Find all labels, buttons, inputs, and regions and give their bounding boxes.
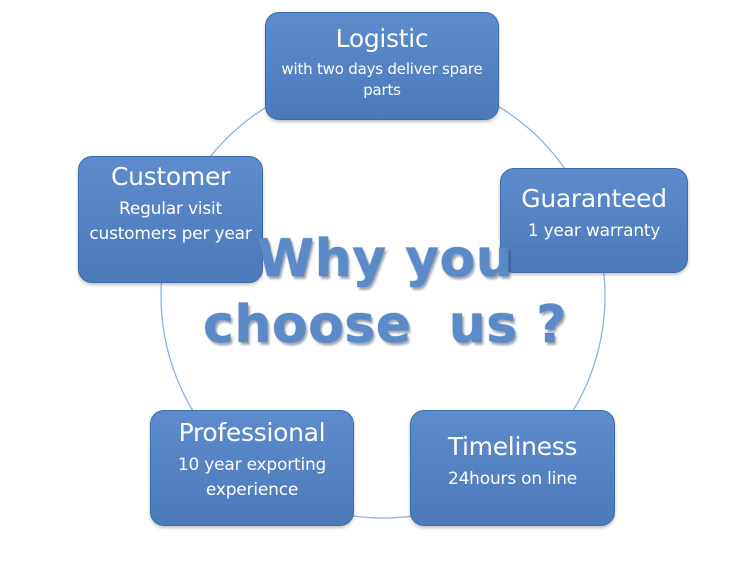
node-logistic-desc: with two days deliver spare parts: [281, 60, 483, 99]
center-title: Why you choose us ?: [200, 226, 570, 358]
node-logistic-title: Logistic: [335, 24, 429, 53]
node-guaranteed: Guaranteed 1 year warranty: [500, 168, 688, 273]
node-guaranteed-desc: 1 year warranty: [527, 221, 661, 241]
node-customer: Customer Regular visit customers per yea…: [78, 156, 263, 283]
node-professional-title: Professional: [178, 418, 326, 447]
node-timeliness-title: Timeliness: [447, 432, 578, 461]
node-professional-desc: 10 year exporting experience: [177, 455, 327, 500]
node-professional: Professional 10 year exporting experienc…: [150, 410, 354, 526]
node-timeliness: Timeliness 24hours on line: [410, 410, 615, 526]
node-timeliness-desc: 24hours on line: [447, 469, 578, 489]
center-title-line2: choose us ?: [203, 295, 567, 355]
node-customer-desc: Regular visit customers per year: [89, 199, 252, 244]
center-title-line1: Why you: [256, 229, 514, 289]
node-guaranteed-title: Guaranteed: [521, 184, 667, 213]
node-customer-title: Customer: [110, 162, 231, 191]
node-logistic: Logistic with two days deliver spare par…: [265, 12, 499, 120]
